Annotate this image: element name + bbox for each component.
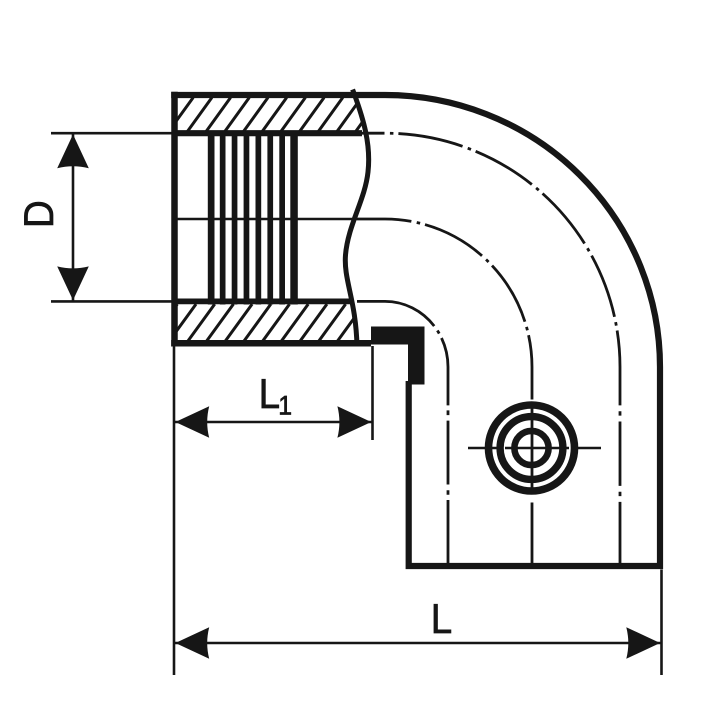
svg-text:D: D [15, 200, 63, 228]
svg-text:L: L [259, 369, 280, 417]
svg-text:L: L [431, 594, 452, 642]
svg-text:1: 1 [278, 392, 292, 421]
